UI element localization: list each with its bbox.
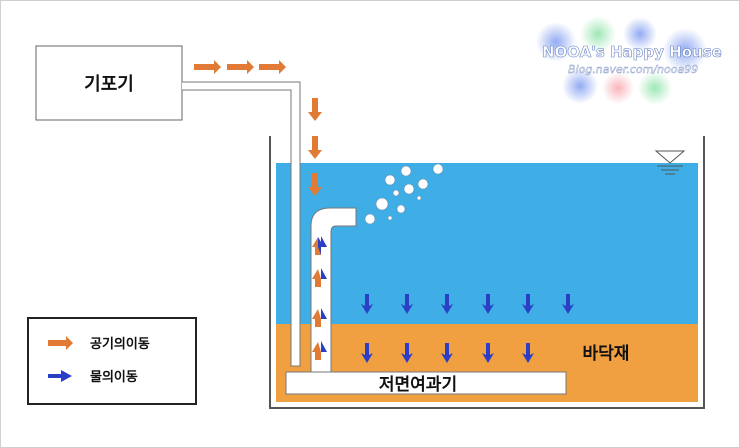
legend: 공기의이동 물의이동 [27,317,197,405]
pump-label: 기포기 [84,74,134,95]
water-arrow-down [401,343,413,363]
legend-water-label: 물의이동 [90,369,138,385]
legend-water-swatch [48,370,72,382]
watermark: NOOA's Happy House Blog.naver.com/nooa99 [536,16,722,105]
water-surface-triangle-icon [654,150,686,175]
legend-air-swatch [48,336,73,350]
water-arrow-down [441,343,453,363]
water-arrow-down [522,343,534,363]
substrate-label: 바닥재 [583,344,630,364]
water-arrow-down [522,294,534,314]
water-arrow-down [482,343,494,363]
air-arrow-right [194,60,221,74]
water-arrow-down [361,294,373,314]
water-arrow-down [562,294,574,314]
air-tube [182,81,301,367]
air-pump: 기포기 [35,45,183,121]
air-arrow-down [308,173,322,196]
air-bubble-icon [364,163,444,225]
water-arrow-down [361,343,373,363]
tank-wall [269,136,705,409]
water-flow-arrows [361,294,574,363]
legend-air-label: 공기의이동 [90,336,150,352]
watermark-title: NOOA's Happy House [542,43,722,61]
air-arrow-right [259,60,286,74]
air-flow-arrows [194,60,322,196]
water-arrow-down [401,294,413,314]
air-arrow-down [308,98,322,121]
rising-arrow [312,268,327,287]
water-arrow-down [441,294,453,314]
air-arrow-right [227,60,254,74]
lift-tube-flow-arrows [312,236,327,360]
rising-arrow [312,308,327,327]
rising-arrow [312,236,327,255]
rising-arrow [312,341,327,360]
water-arrow-down [482,294,494,314]
air-arrow-down [308,136,322,159]
lift-tube [310,207,357,373]
filter-label: 저면여과기 [379,375,457,395]
watermark-url: Blog.naver.com/nooa99 [568,63,698,76]
filter-plate [285,371,567,395]
